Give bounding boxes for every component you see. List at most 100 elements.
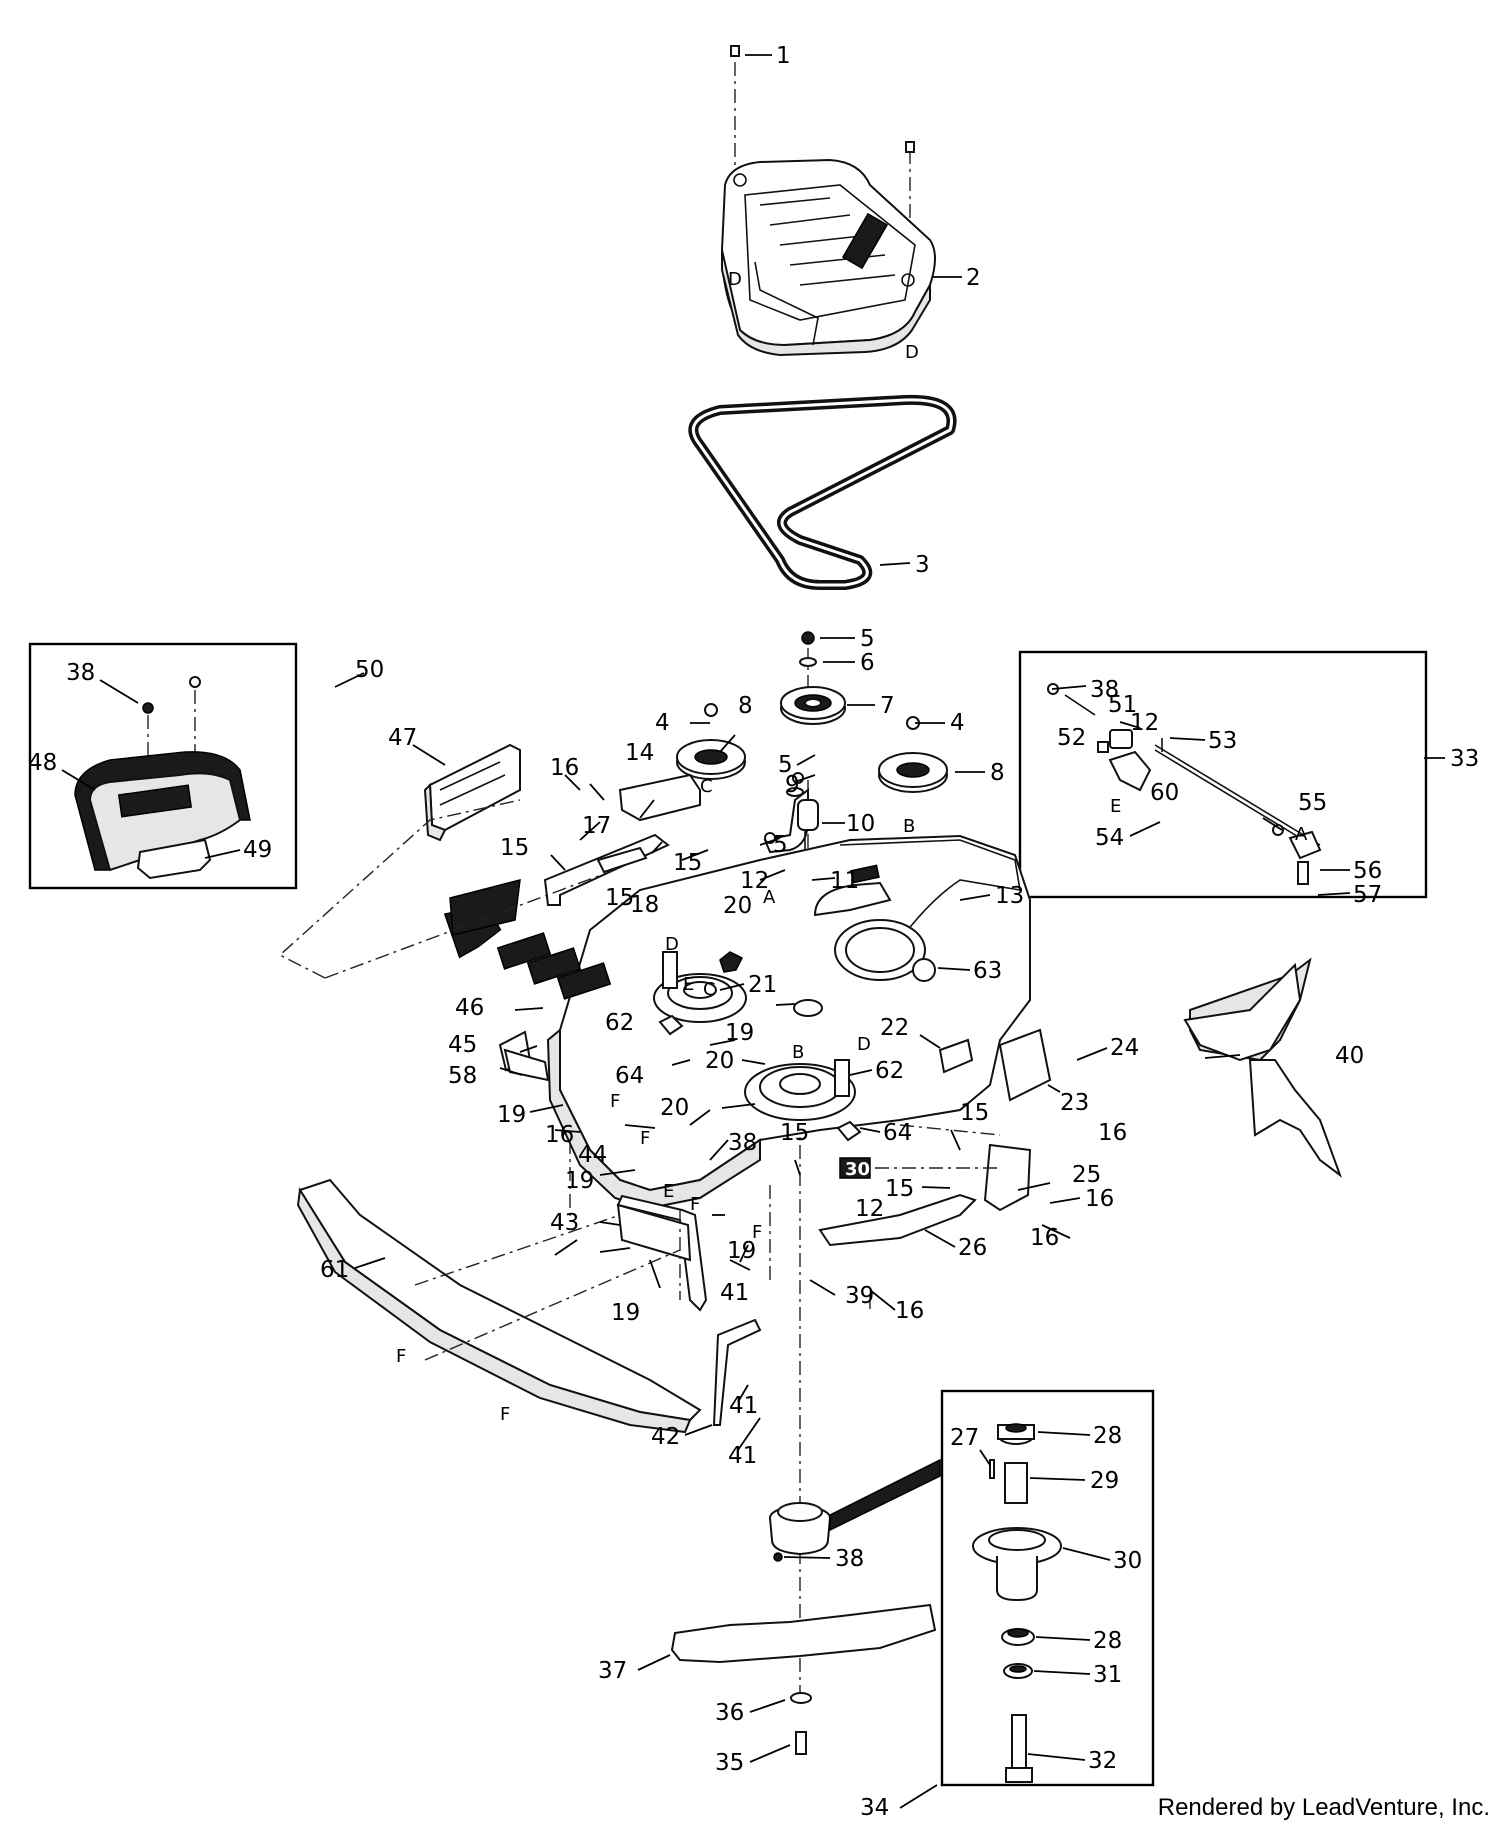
callout-1: 1 [776, 43, 791, 69]
callout-23: 23 [1060, 1090, 1089, 1116]
callout-33: 33 [1450, 746, 1479, 772]
callout-5: 5 [860, 626, 875, 652]
callout-8: 8 [990, 760, 1005, 786]
callout-6: 6 [860, 650, 875, 676]
callout-32: 32 [1088, 1748, 1117, 1774]
inset-48-49 [28, 642, 298, 890]
ref-letter-E: E [683, 974, 694, 995]
mower-deck-13: 30 [546, 834, 1031, 1210]
callout-45: 45 [448, 1032, 477, 1058]
callout-42: 42 [651, 1424, 680, 1450]
callout-30: 30 [1113, 1548, 1142, 1574]
callout-64: 64 [883, 1120, 912, 1146]
callout-16: 16 [895, 1298, 924, 1324]
callout-61: 61 [320, 1257, 349, 1283]
callout-62: 62 [605, 1010, 634, 1036]
scag-logo-shield [117, 784, 193, 818]
callout-8: 8 [738, 693, 753, 719]
deck-size-label: 30 [845, 1159, 870, 1180]
callout-52: 52 [1057, 725, 1086, 751]
callout-4: 4 [655, 710, 670, 736]
ref-letter-D: D [665, 934, 679, 955]
callout-19: 19 [497, 1102, 526, 1128]
callout-51: 51 [1108, 692, 1137, 718]
callout-57: 57 [1353, 882, 1382, 908]
right-brackets [818, 957, 1343, 1247]
callout-5: 5 [778, 752, 793, 778]
ref-letter-E: E [663, 1181, 674, 1202]
ref-letter-D: D [857, 1034, 871, 1055]
ref-letter-C: C [703, 979, 716, 1000]
callout-16: 16 [1098, 1120, 1127, 1146]
belt-cover [720, 45, 936, 357]
ref-letter-C: C [700, 776, 713, 797]
callout-38: 38 [1090, 677, 1119, 703]
callout-20: 20 [660, 1095, 689, 1121]
ref-letter-B: B [903, 816, 915, 837]
scag-logo-cover [841, 212, 889, 270]
callout-12: 12 [740, 868, 769, 894]
ref-letter-B: B [792, 1042, 804, 1063]
ref-letter-F: F [396, 1346, 406, 1367]
spindle-pulleys [676, 631, 948, 1700]
callout-29: 29 [1090, 1468, 1119, 1494]
ref-letter-F: F [610, 1091, 620, 1112]
callout-18: 18 [630, 892, 659, 918]
inset-spindle-exploded [940, 1389, 1155, 1787]
render-credit: Rendered by LeadVenture, Inc. [1157, 1794, 1490, 1821]
callout-38: 38 [66, 660, 95, 686]
blade-and-spindle [670, 1458, 941, 1755]
callout-62: 62 [875, 1058, 904, 1084]
callout-15: 15 [960, 1100, 989, 1126]
ref-letter-A: A [763, 887, 776, 908]
callout-41: 41 [728, 1443, 757, 1469]
callout-55: 55 [1298, 790, 1327, 816]
callout-15: 15 [673, 850, 702, 876]
callout-31: 31 [1093, 1662, 1122, 1688]
ref-letter-F: F [640, 1128, 650, 1149]
callout-9: 9 [785, 772, 800, 798]
ref-letter-D: D [728, 269, 742, 290]
ref-letter-F: F [752, 1222, 762, 1243]
assembly-lines [278, 799, 1001, 1361]
callout-15: 15 [500, 835, 529, 861]
callout-28: 28 [1093, 1628, 1122, 1654]
callout-12: 12 [855, 1196, 884, 1222]
callout-19: 19 [565, 1168, 594, 1194]
callout-19: 19 [727, 1238, 756, 1264]
callout-12: 12 [1130, 710, 1159, 736]
ref-letter-D: D [905, 342, 919, 363]
callout-13: 13 [995, 883, 1024, 909]
callout-21: 21 [748, 972, 777, 998]
callout-37: 37 [598, 1658, 627, 1684]
callout-19: 19 [725, 1020, 754, 1046]
callout-3: 3 [915, 552, 930, 578]
callout-22: 22 [880, 1015, 909, 1041]
callout-15: 15 [605, 885, 634, 911]
callout-53: 53 [1208, 728, 1237, 754]
ref-letter-E: E [1110, 796, 1121, 817]
left-brackets [423, 743, 701, 906]
callout-54: 54 [1095, 825, 1124, 851]
callouts: 1 2 3 4 4 5 5 5 6 7 8 8 9 10 11 12 12 12… [28, 43, 1479, 1821]
callout-2: 2 [966, 265, 981, 291]
callout-16: 16 [1085, 1186, 1114, 1212]
callout-7: 7 [880, 693, 895, 719]
callout-47: 47 [388, 725, 417, 751]
callout-39: 39 [845, 1283, 874, 1309]
callout-4: 4 [950, 710, 965, 736]
callout-49: 49 [243, 837, 272, 863]
callout-25: 25 [1072, 1162, 1101, 1188]
callout-16: 16 [545, 1122, 574, 1148]
drive-belt [688, 394, 957, 590]
ref-letter-A: A [1295, 824, 1308, 845]
callout-40: 40 [1335, 1043, 1364, 1069]
callout-19: 19 [611, 1300, 640, 1326]
callout-24: 24 [1110, 1035, 1139, 1061]
callout-35: 35 [715, 1750, 744, 1776]
discharge-direction-arrow [443, 878, 612, 1000]
callout-58: 58 [448, 1063, 477, 1089]
callout-44: 44 [578, 1142, 607, 1168]
callout-15: 15 [780, 1120, 809, 1146]
